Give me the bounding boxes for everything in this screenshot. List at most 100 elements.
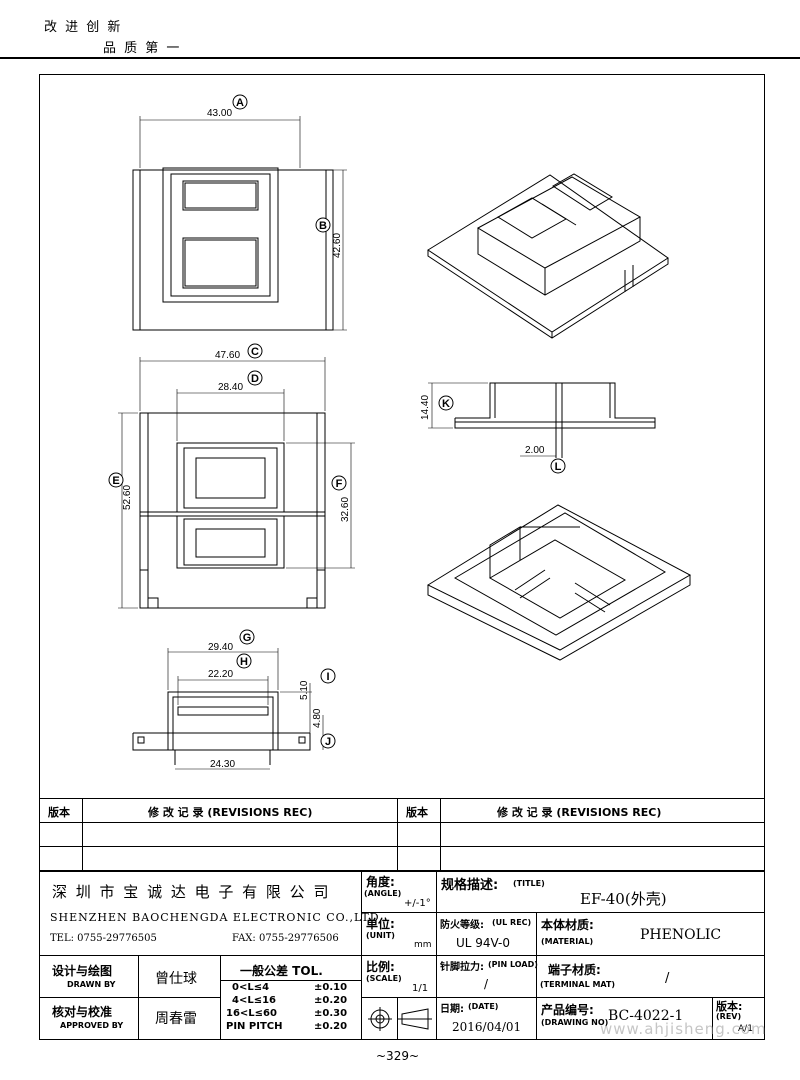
pin-load-label-en: (PIN LOAD) [488, 960, 538, 969]
svg-text:J: J [325, 736, 331, 748]
tolerance-value: ±0.20 [314, 995, 348, 1006]
material-value: PHENOLIC [640, 927, 722, 943]
label-c: C [247, 343, 263, 359]
label-l: L [550, 458, 566, 474]
tolerance-range: PIN PITCH [226, 1021, 283, 1032]
tolerance-value: ±0.10 [314, 982, 348, 993]
angle-value: +/-1° [404, 898, 431, 909]
title-value: EF-40(外壳) [580, 890, 667, 908]
material-label-en: (MATERIAL) [541, 937, 594, 946]
projection-symbol-icon [368, 1007, 432, 1031]
unit-label: 单位: [366, 917, 395, 931]
dim-text-d: 28.40 [218, 382, 243, 393]
rev-label: 版本: [716, 1000, 743, 1013]
isometric-bottom-view [426, 504, 692, 661]
svg-text:A: A [236, 97, 244, 109]
rev-col-version-1: 版本 [48, 806, 70, 819]
slogan-innovation: 改 进 创 新 [44, 20, 123, 35]
scale-label-en: (SCALE) [366, 974, 402, 983]
svg-text:G: G [243, 632, 252, 644]
drawing-no-value: BC-4022-1 [608, 1008, 684, 1024]
ul-rec-value: UL 94V-0 [456, 936, 511, 950]
approved-by-value: 周春雷 [155, 1011, 197, 1027]
rev-col-record-1: 修 改 记 录 (REVISIONS REC) [148, 806, 313, 819]
tolerance-range: 16<L≤60 [226, 1008, 277, 1019]
bottom-view-part [139, 412, 326, 609]
dim-text-e: 52.60 [122, 485, 133, 510]
dim-text-b: 42.60 [332, 233, 343, 258]
dim-text-f: 32.60 [340, 497, 351, 522]
drawing-no-label-en: (DRAWING NO) [541, 1018, 609, 1027]
tolerance-title: 一般公差 TOL. [240, 964, 323, 978]
material-label: 本体材质: [541, 918, 594, 932]
technical-drawing: 43.00 42.60 47.60 28.40 52.60 32.60 29.4… [108, 94, 692, 770]
tolerance-value: ±0.20 [314, 1021, 348, 1032]
dim-text-h: 22.20 [208, 669, 233, 680]
isometric-top-view [427, 173, 669, 339]
terminal-mat-label-en: (TERMINAL MAT) [540, 980, 616, 989]
title-label: 规格描述: [441, 878, 499, 893]
ul-rec-label: 防火等级: [440, 920, 484, 931]
label-b: B [315, 217, 331, 233]
dim-text-l: 2.00 [525, 445, 545, 456]
side-view-part [132, 691, 311, 765]
label-a: A [232, 94, 248, 110]
company-fax: FAX: 0755-29776506 [232, 933, 339, 944]
company-name-cn: 深 圳 市 宝 诚 达 电 子 有 限 公 司 [52, 883, 331, 901]
drawn-by-value: 曾仕球 [155, 971, 197, 987]
tolerance-range: 0<L≤4 [232, 982, 270, 993]
date-label-en: (DATE) [468, 1002, 499, 1011]
angle-label: 角度: [366, 875, 395, 889]
title-label-en: (TITLE) [513, 879, 545, 888]
page-number: ~329~ [376, 1049, 420, 1063]
tolerance-value: ±0.30 [314, 1008, 348, 1019]
unit-value: mm [414, 940, 432, 950]
angle-label-en: (ANGLE) [364, 889, 402, 898]
watermark: www.ahjisheng.com [600, 1020, 767, 1038]
svg-text:D: D [251, 373, 259, 385]
dim-text-a: 43.00 [207, 108, 232, 119]
rev-label-en: (REV) [716, 1012, 742, 1021]
tolerance-range: 4<L≤16 [232, 995, 277, 1006]
rev-col-version-2: 版本 [406, 806, 428, 819]
slogan-quality: 品 质 第 一 [103, 41, 182, 56]
company-name-en: SHENZHEN BAOCHENGDA ELECTRONIC CO.,LTD [50, 911, 380, 924]
svg-text:E: E [112, 475, 119, 487]
svg-text:I: I [326, 671, 329, 683]
label-i: I [320, 668, 336, 684]
label-g: G [239, 629, 255, 645]
scale-value: 1/1 [412, 983, 429, 994]
label-f: F [331, 475, 347, 491]
drawn-by-label: 设计与绘图 [52, 964, 113, 978]
dim-text-bottom: 24.30 [210, 759, 235, 770]
rev-value: A/1 [738, 1024, 753, 1034]
pin-load-value: / [484, 977, 489, 991]
scale-label: 比例: [366, 960, 395, 974]
ul-rec-label-en: (UL REC) [492, 918, 532, 927]
label-j: J [320, 733, 336, 749]
top-view-part [132, 167, 334, 331]
drawing-frame [39, 74, 765, 1040]
dim-text-j: 4.80 [312, 708, 323, 728]
svg-text:F: F [336, 478, 343, 490]
date-value: 2016/04/01 [452, 1020, 522, 1034]
svg-text:K: K [442, 398, 450, 410]
section-view-part [454, 382, 656, 458]
dim-text-i: 5.10 [299, 680, 310, 700]
approved-by-label-en: APPROVED BY [60, 1021, 124, 1030]
drawing-no-label: 产品编号: [541, 1003, 594, 1017]
unit-label-en: (UNIT) [366, 931, 395, 940]
terminal-mat-label: 端子材质: [548, 963, 601, 977]
terminal-mat-value: / [665, 971, 670, 986]
label-h: H [236, 653, 252, 669]
label-e: E [108, 472, 124, 488]
rev-col-record-2: 修 改 记 录 (REVISIONS REC) [497, 806, 662, 819]
dim-text-c: 47.60 [215, 350, 240, 361]
date-label: 日期: [440, 1004, 464, 1015]
svg-text:C: C [251, 346, 259, 358]
company-tel: TEL: 0755-29776505 [50, 933, 157, 944]
label-k: K [438, 395, 454, 411]
approved-by-label: 核对与校准 [52, 1005, 113, 1019]
label-d: D [247, 370, 263, 386]
drawn-by-label-en: DRAWN BY [67, 980, 116, 989]
